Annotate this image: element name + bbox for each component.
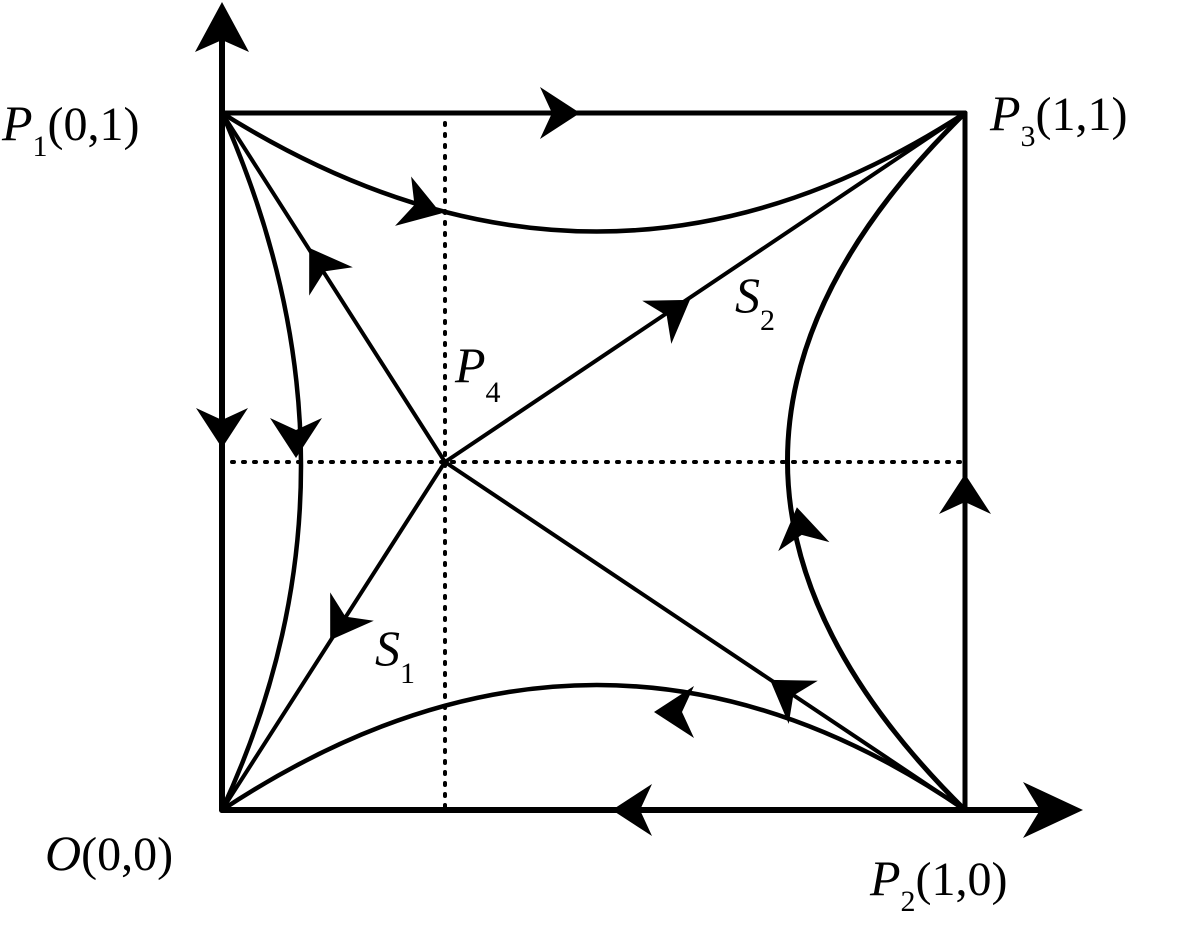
y-axis-arrowhead: [195, 2, 249, 52]
label-p3: P3(1,1): [989, 85, 1128, 153]
separatrix-p4-p2: [443, 460, 967, 812]
arrow-left-curve: [270, 418, 322, 458]
arrow-bottom-edge: [612, 784, 652, 836]
label-p1: P1(0,1): [1, 95, 140, 163]
label-p2: P2(1,0): [869, 850, 1008, 918]
label-s1: S1: [375, 620, 415, 690]
trajectory-right-curve: [785, 110, 968, 813]
x-axis-arrowhead: [1023, 782, 1083, 838]
label-origin: O(0,0): [45, 825, 173, 881]
arrow-right-edge: [939, 474, 991, 514]
arrow-top-curve: [395, 176, 442, 226]
arrow-s1: [330, 592, 374, 641]
arrow-bottom-curve: [654, 686, 694, 738]
arrow-left-edge: [196, 408, 248, 448]
separatrix-p1-p4: [220, 111, 447, 464]
trajectory-top-curve: [219, 110, 968, 234]
label-s2: S2: [735, 267, 775, 337]
trajectory-left-curve: [219, 110, 304, 813]
arrow-p2-p4: [770, 679, 818, 724]
arrow-right-curve: [778, 507, 830, 552]
trajectory-bottom-curve: [219, 682, 968, 813]
label-p4: P4: [454, 337, 501, 409]
arrow-top-edge: [540, 87, 580, 139]
arrow-p1-p4: [309, 247, 353, 296]
separatrix-s2: [443, 111, 967, 464]
arrow-s2: [642, 299, 690, 344]
